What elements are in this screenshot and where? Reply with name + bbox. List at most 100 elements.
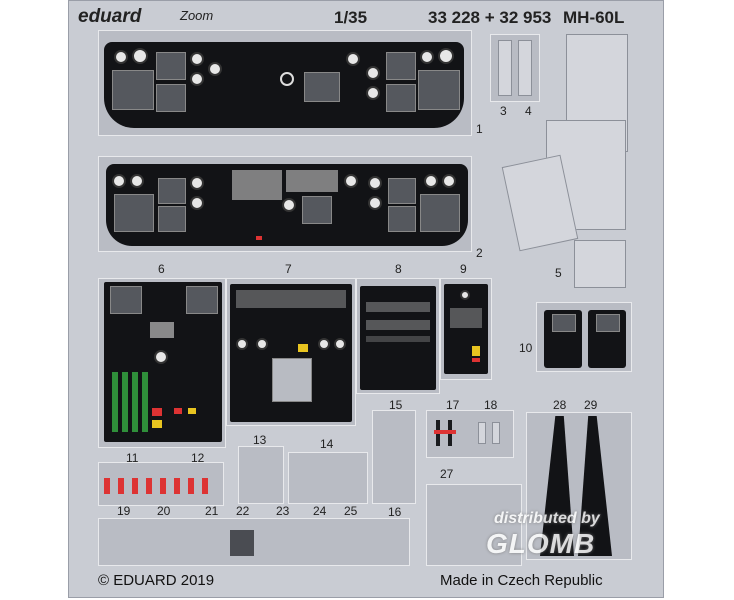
display-screen (596, 314, 620, 332)
display-screen (186, 286, 218, 314)
part-number-27: 27 (440, 467, 454, 481)
switch-bank (286, 170, 338, 192)
gauge-icon (368, 176, 382, 190)
switch-guard (104, 478, 110, 494)
part-number-16: 16 (388, 505, 402, 519)
part-number-5: 5 (555, 266, 562, 280)
part-number-11: 11 (126, 451, 139, 465)
display-screen (156, 84, 186, 112)
warning-light (152, 408, 162, 416)
part-number-23: 23 (276, 504, 290, 518)
switch-guard (174, 478, 180, 494)
parts-19-26-frame (98, 518, 410, 566)
part-14-frame (288, 452, 368, 504)
part-9-panel (444, 284, 488, 374)
part-number-9: 9 (460, 262, 467, 276)
part-1-panel (104, 42, 464, 128)
display-screen (302, 196, 332, 224)
gauge-icon (368, 196, 382, 210)
part-number-8: 8 (395, 262, 402, 276)
display-screen (388, 178, 416, 204)
gauge-icon (190, 196, 204, 210)
part-number-19: 19 (117, 504, 131, 518)
part-27-frame (426, 484, 522, 566)
part-22 (230, 530, 254, 556)
part-number-14: 14 (320, 437, 334, 451)
switch-guard (160, 478, 166, 494)
part-13-frame (238, 446, 284, 504)
switch-bank (366, 320, 430, 330)
part-18 (492, 422, 500, 444)
part-number-7: 7 (285, 262, 292, 276)
indicator-column (122, 372, 128, 432)
part-number-20: 20 (157, 504, 171, 518)
gauge-icon (130, 174, 144, 188)
gauge-icon (424, 174, 438, 188)
display-screen (112, 70, 154, 110)
gauge-icon (438, 48, 454, 64)
switch-guard (188, 478, 194, 494)
part-number-13: 13 (253, 433, 267, 447)
display-screen (388, 206, 416, 232)
copyright: © EDUARD 2019 (98, 572, 215, 589)
warning-light (174, 408, 182, 414)
distributor-watermark-logo: GLOMB (486, 528, 596, 559)
warning-light (256, 236, 262, 240)
switch-bank (366, 336, 430, 342)
part-number-15: 15 (389, 398, 403, 412)
display-screen (386, 84, 416, 112)
gauge-icon (190, 52, 204, 66)
part-number-18: 18 (484, 398, 498, 412)
part-17-18-frame (426, 410, 514, 458)
part-3-strip (498, 40, 512, 96)
part-number-25: 25 (344, 504, 358, 518)
gauge-icon (366, 66, 380, 80)
gauge-icon (282, 198, 296, 212)
zoom-logo: Zoom (180, 8, 214, 23)
caution-light (298, 344, 308, 352)
part-10-keypad (588, 310, 626, 368)
gauge-icon (190, 72, 204, 86)
display-screen (158, 178, 186, 204)
display-screen (150, 322, 174, 338)
distributor-watermark: distributed by (494, 510, 600, 527)
gauge-icon (442, 174, 456, 188)
display-screen (552, 314, 576, 332)
part-number-29: 29 (584, 398, 598, 412)
scale-label: 1/35 (334, 8, 368, 27)
part-10-keypad (544, 310, 582, 368)
part-number-28: 28 (553, 398, 567, 412)
gauge-icon (112, 174, 126, 188)
switch-guard (202, 478, 208, 494)
part-7-panel (230, 284, 352, 422)
gauge-icon (318, 338, 330, 350)
gauge-icon (346, 52, 360, 66)
switch-bank (232, 170, 282, 200)
indicator-column (112, 372, 118, 432)
set-codes: 33 228 + 32 953 (428, 8, 552, 27)
brand-logo: eduard (78, 6, 142, 27)
part-number-4: 4 (525, 104, 532, 118)
indicator-column (132, 372, 138, 432)
part-4-strip (518, 40, 532, 96)
indicator-column (142, 372, 148, 432)
gauge-icon (280, 72, 294, 86)
caution-light (152, 420, 162, 428)
part-number-2: 2 (476, 246, 483, 260)
gauge-icon (366, 86, 380, 100)
gauge-icon (344, 174, 358, 188)
part-18 (478, 422, 486, 444)
gauge-icon (256, 338, 268, 350)
gauge-icon (420, 50, 434, 64)
gauge-icon (114, 50, 128, 64)
part-number-24: 24 (313, 504, 327, 518)
switch-guard (146, 478, 152, 494)
part-number-1: 1 (476, 122, 483, 136)
switch-bank (450, 308, 482, 328)
part-5-plate (574, 240, 626, 288)
model-name: MH-60L (563, 8, 625, 27)
part-15-frame (372, 410, 416, 504)
display-screen (420, 194, 460, 232)
switch-bank (236, 290, 346, 308)
display-screen (304, 72, 340, 102)
